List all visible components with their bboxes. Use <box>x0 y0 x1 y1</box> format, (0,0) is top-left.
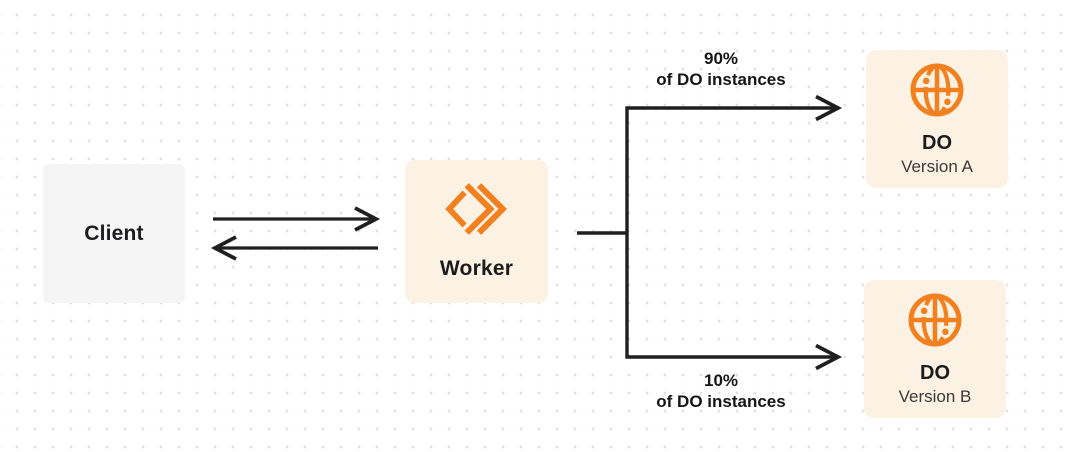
node-do-version-a: DO Version A <box>866 50 1008 188</box>
node-client: Client <box>43 164 185 303</box>
workers-icon <box>444 176 510 242</box>
edge-label-10-percent: 10% of DO instances <box>610 370 832 412</box>
edge-label-90-percent: 90% of DO instances <box>610 48 832 90</box>
globe-icon <box>908 61 966 119</box>
arrowhead-to-do-a <box>815 94 843 122</box>
percent-caption: of DO instances <box>656 70 786 89</box>
worker-label: Worker <box>439 257 514 280</box>
globe-icon <box>906 291 964 349</box>
do-a-subtitle: Version A <box>901 157 973 176</box>
arrow-client-to-worker <box>213 206 381 232</box>
percent-caption: of DO instances <box>656 392 786 411</box>
node-worker: Worker <box>405 160 548 303</box>
branch-split-lines <box>577 94 843 371</box>
node-do-version-b: DO Version B <box>864 280 1006 418</box>
percent-value: 90% <box>703 49 739 68</box>
do-b-title: DO <box>920 362 950 384</box>
arrow-worker-to-client <box>210 235 378 261</box>
do-b-subtitle: Version B <box>898 387 972 406</box>
percent-value: 10% <box>703 371 739 390</box>
client-label: Client <box>84 221 144 245</box>
do-a-title: DO <box>922 132 952 154</box>
arrowhead-to-do-b <box>815 343 843 371</box>
